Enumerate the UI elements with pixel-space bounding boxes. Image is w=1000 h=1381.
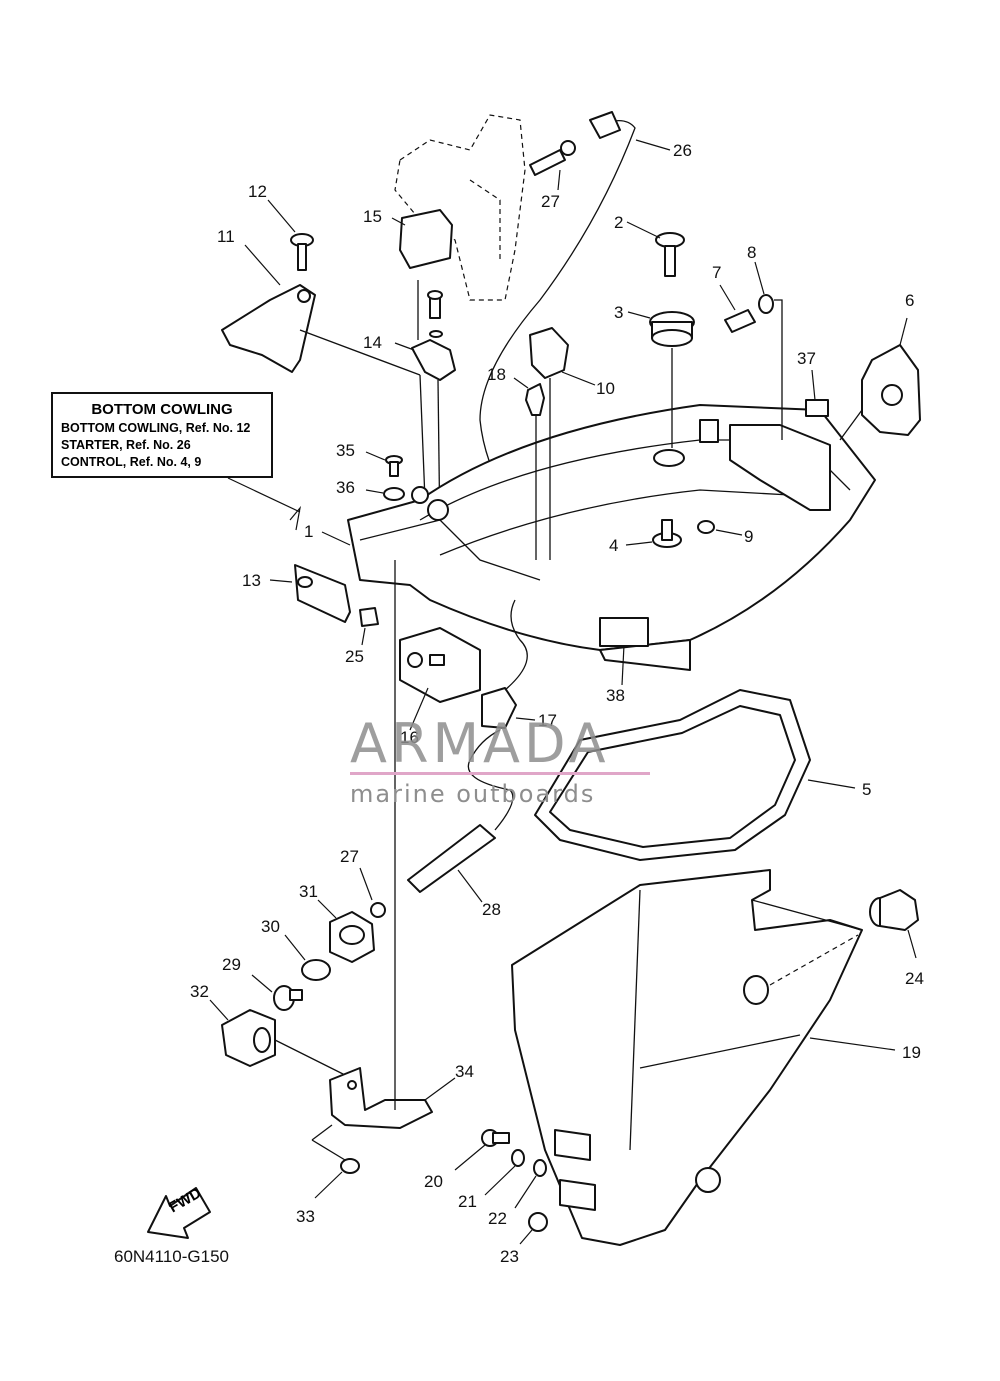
bracket-34 [311,560,456,1161]
washer-22 [514,1159,547,1209]
lower-cover-19 [511,869,896,1246]
ring-30 [284,934,331,981]
grommet-3 [627,311,695,448]
nut-31 [317,899,375,963]
part-label-22: 22 [488,1209,507,1228]
part-label-20: 20 [424,1172,443,1191]
info-box-title: BOTTOM COWLING [91,401,233,418]
part-label-15: 15 [363,207,382,226]
part-labels: 1 2 3 4 5 6 7 8 9 10 11 12 13 14 15 16 1… [190,141,924,1266]
pin-4 [625,519,682,548]
watermark-subtitle: marine outboards [350,780,596,808]
part-label-30: 30 [261,917,280,936]
part-label-34: 34 [455,1062,474,1081]
part-label-38: 38 [606,686,625,705]
part-label-8: 8 [747,243,756,262]
part-label-17: 17 [538,711,557,730]
cable-28 [407,729,514,903]
part-label-29: 29 [222,955,241,974]
part-label-27-bottom: 27 [340,847,359,866]
part-label-5: 5 [862,780,871,799]
part-label-32: 32 [190,982,209,1001]
part-label-21: 21 [458,1192,477,1211]
part-label-33: 33 [296,1207,315,1226]
sticker-25 [359,607,379,646]
part-label-9: 9 [744,527,753,546]
part-label-14: 14 [363,333,382,352]
part-label-28: 28 [482,900,501,919]
part-label-24: 24 [905,969,924,988]
part-label-11: 11 [217,227,235,246]
grommet-29 [251,974,303,1011]
bolt-2 [626,221,685,277]
seal-5 [534,689,856,861]
bolt-12 [267,199,314,271]
cap-10 [529,327,596,560]
washer-21 [484,1149,525,1196]
info-box-line: BOTTOM COWLING, Ref. No. 12 [61,421,251,435]
switch-block-16 [399,627,481,731]
starter-cable-26 [479,111,671,521]
bracket-15 [391,209,453,269]
part-label-35: 35 [336,441,355,460]
part-label-12: 12 [248,182,267,201]
fwd-arrow-icon [147,1187,211,1239]
part-label-23: 23 [500,1247,519,1266]
washer-8 [754,261,783,440]
label-37 [805,369,829,417]
part-label-25: 25 [345,647,364,666]
part-label-37: 37 [797,349,816,368]
part-label-4: 4 [609,536,618,555]
part-label-19: 19 [902,1043,921,1062]
part-label-36: 36 [336,478,355,497]
part-label-26: 26 [673,141,692,160]
bolt-7 [719,284,756,333]
watermark-divider [350,772,650,775]
clip-27-top [529,140,576,191]
bottom-cowling-1 [321,404,876,671]
part-label-31: 31 [299,882,318,901]
info-box-line: STARTER, Ref. No. 26 [61,438,191,452]
screw-33 [314,1158,360,1199]
clip-27-bottom [359,867,386,918]
info-box-line: CONTROL, Ref. No. 4, 9 [61,455,202,469]
watermark-title: ARMADA [350,712,610,775]
part-label-1: 1 [304,522,313,541]
part-label-16: 16 [400,728,419,747]
engine-reference-outline [394,114,526,301]
washer-36 [365,487,405,501]
reference-info-box: BOTTOM COWLING BOTTOM COWLING, Ref. No. … [51,392,273,478]
plug-9 [697,520,743,536]
knob-17 [481,599,536,729]
screw-35 [365,451,403,477]
part-label-18: 18 [487,365,506,384]
bracket-11 [221,244,426,501]
part-label-6: 6 [905,291,914,310]
grommet-24 [869,889,919,959]
part-label-3: 3 [614,303,623,322]
part-label-27-top: 27 [541,192,560,211]
nut-23 [519,1212,548,1245]
bolt-20 [454,1129,510,1171]
part-label-13: 13 [242,571,261,590]
diagram-code: 60N4110-G150 [114,1247,229,1266]
bracket-6 [839,317,921,441]
part-label-10: 10 [596,379,615,398]
part-label-2: 2 [614,213,623,232]
part-label-7: 7 [712,263,721,282]
pad-13 [269,564,351,623]
mount-32 [209,999,346,1076]
fitting-18 [513,377,545,560]
